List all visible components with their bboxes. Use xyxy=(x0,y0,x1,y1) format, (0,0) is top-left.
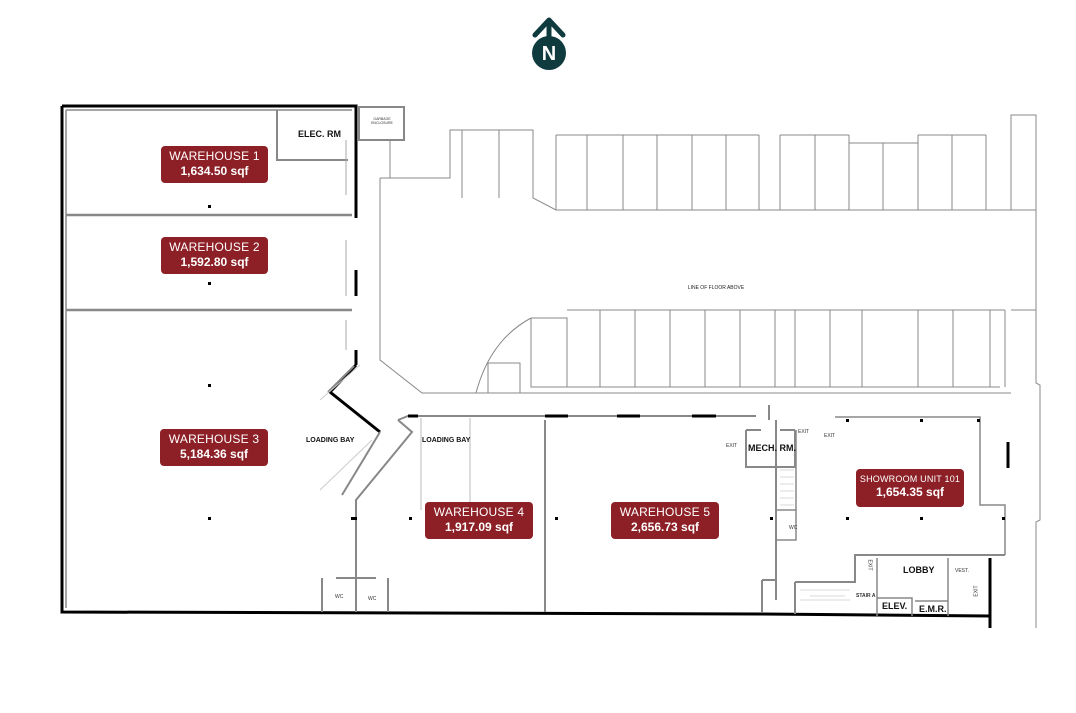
unit-name: WAREHOUSE 4 xyxy=(433,505,525,519)
unit-label-warehouse-3[interactable]: WAREHOUSE 3 5,184.36 sqf xyxy=(160,429,268,466)
unit-name: WAREHOUSE 5 xyxy=(619,505,711,519)
north-compass-icon: N xyxy=(532,17,566,70)
structural-columns xyxy=(208,205,1005,520)
unit-name: WAREHOUSE 1 xyxy=(169,149,260,163)
north-label: N xyxy=(542,43,556,65)
loading-bay-1-label: LOADING BAY xyxy=(306,437,355,444)
vestibule-label: VEST. xyxy=(955,568,969,574)
emr-label: E.M.R. xyxy=(919,604,947,614)
unit-label-warehouse-2[interactable]: WAREHOUSE 2 1,592.80 sqf xyxy=(161,237,268,274)
elec-room-label: ELEC. RM xyxy=(298,129,342,139)
unit-area: 1,917.09 sqf xyxy=(444,520,514,534)
unit-area: 2,656.73 sqf xyxy=(630,520,700,534)
building-walls xyxy=(60,104,1010,628)
loading-bay-2-label: LOADING BAY xyxy=(422,437,471,444)
unit-label-warehouse-1[interactable]: WAREHOUSE 1 1,634.50 sqf xyxy=(161,146,268,183)
unit-label-warehouse-5[interactable]: WAREHOUSE 5 2,656.73 sqf xyxy=(611,502,719,539)
unit-area: 1,654.35 sqf xyxy=(875,485,945,500)
garbage-enclosure-label: GARBAGE ENCLOSURE xyxy=(371,117,393,125)
unit-area: 1,592.80 sqf xyxy=(180,255,249,269)
elevator-label: ELEV. xyxy=(882,601,908,611)
mech-room-label: MECH. RM. xyxy=(748,443,796,453)
exit-label: EXIT xyxy=(973,585,980,597)
exit-label: EXIT xyxy=(824,433,836,439)
parking-area xyxy=(379,114,1041,628)
wc-label: WC xyxy=(789,525,798,531)
unit-area: 1,634.50 sqf xyxy=(180,164,249,178)
lobby-label: LOBBY xyxy=(903,565,935,575)
unit-name: WAREHOUSE 3 xyxy=(168,432,260,446)
wc-label: WC xyxy=(368,596,377,602)
wc-label: WC xyxy=(335,594,344,600)
unit-name: WAREHOUSE 2 xyxy=(169,240,260,254)
exit-label: EXIT xyxy=(866,559,873,571)
unit-label-showroom-101[interactable]: SHOWROOM UNIT 101 1,654.35 sqf xyxy=(856,469,964,507)
exit-label: EXIT xyxy=(726,443,738,449)
unit-area: 5,184.36 sqf xyxy=(179,447,249,461)
unit-label-warehouse-4[interactable]: WAREHOUSE 4 1,917.09 sqf xyxy=(425,502,533,539)
unit-name: SHOWROOM UNIT 101 xyxy=(859,474,961,484)
floor-above-label: LINE OF FLOOR ABOVE xyxy=(688,285,745,291)
stair-a-label: STAIR A xyxy=(856,593,876,599)
exit-label: EXIT xyxy=(798,429,810,435)
